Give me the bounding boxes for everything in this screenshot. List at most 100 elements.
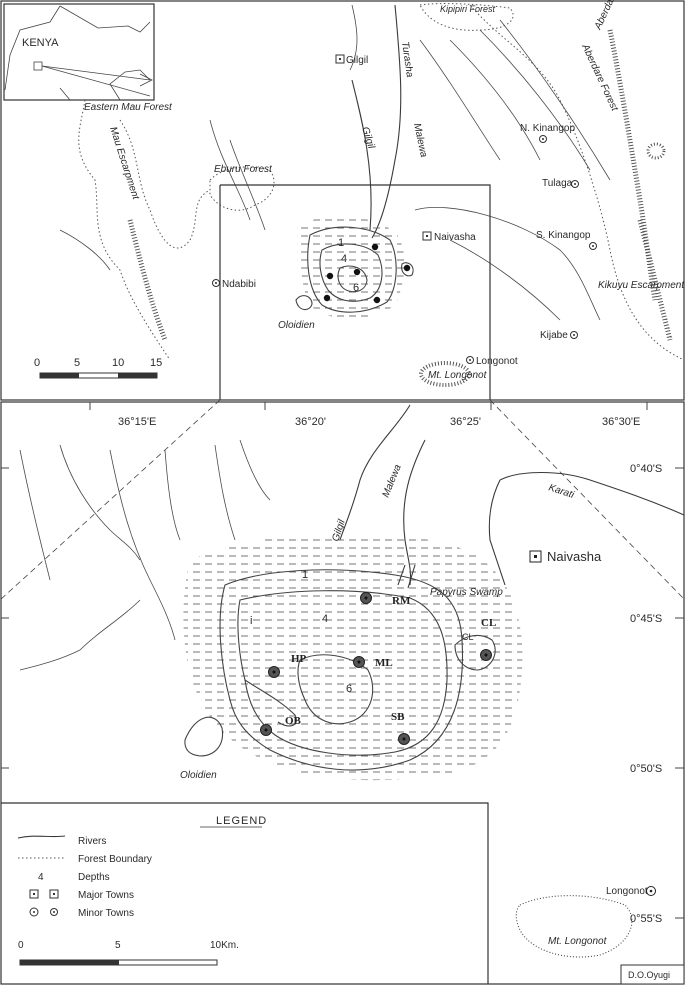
mau-escarpment-hachure	[127, 219, 168, 341]
inset-towns	[212, 54, 597, 364]
inset-lake: 1 4 6	[295, 216, 414, 319]
detail-frame	[0, 401, 685, 985]
inset-mau-escarpment-label: Mau Escarpment	[107, 126, 141, 202]
inset-depth-4: 4	[341, 253, 347, 265]
legend-title: LEGEND	[216, 815, 267, 827]
legend-depths: Depths	[78, 872, 110, 883]
depth-6: 6	[346, 683, 352, 695]
inset-scale-10: 10	[112, 357, 124, 369]
inset-zoom-lines	[0, 399, 685, 601]
kenya-locator: KENYA	[3, 3, 155, 101]
mark-cl-small: CL	[462, 632, 474, 642]
legend-depths-symbol: 4	[38, 872, 44, 883]
inset-window	[219, 184, 491, 400]
western-streams	[19, 439, 271, 671]
mau-forest-boundary	[78, 99, 211, 361]
inset-town-naivasha: Naivasha	[434, 232, 476, 243]
lat-0-45: 0°45'S	[630, 613, 662, 625]
inset-town-ndabibi: Ndabibi	[222, 279, 256, 290]
site-sb-label: SB	[391, 711, 405, 723]
site-sb-marker	[398, 733, 410, 745]
credit-text: D.O.Oyugi	[628, 970, 670, 980]
legend-major-towns: Major Towns	[78, 890, 134, 901]
inset-turasha-label: Turasha	[399, 41, 415, 79]
scale-5: 5	[115, 940, 121, 951]
scale-bar: 0 5 10Km.	[18, 940, 239, 966]
legend-rivers: Rivers	[78, 836, 106, 847]
inset-kikuyu-label: Kikuyu Escarpment Forest	[598, 280, 685, 291]
site-rm-label: RM	[392, 595, 411, 607]
inset-scale-0: 0	[34, 357, 40, 369]
inset-rivers	[59, 4, 611, 321]
inset-malewa-label: Malewa	[411, 122, 429, 158]
aberdare-range-hachure	[607, 29, 658, 301]
gilgil-river	[339, 404, 411, 541]
inset-depth-1: 1	[338, 237, 344, 249]
inset-aberdare-range-label: Aberdare Range	[592, 0, 634, 32]
aberdare-forest-boundary	[469, 4, 685, 361]
inset-gilgil-river-label: Gilgil	[359, 126, 377, 151]
lon-36-20: 36°20'	[295, 416, 326, 428]
inset-town-n-kinangop: N. Kinangop	[520, 123, 575, 134]
inset-oloidien-label: Oloidien	[278, 320, 315, 331]
inset-scale-5: 5	[74, 357, 80, 369]
mt-longonot-label: Mt. Longonot	[548, 936, 608, 947]
depth-4: 4	[322, 613, 328, 625]
legend-minor-towns: Minor Towns	[78, 908, 134, 919]
kipipiri-forest-boundary	[419, 3, 514, 31]
oloidien-label: Oloidien	[180, 770, 217, 781]
karati-river	[499, 471, 685, 516]
site-ml-label: ML	[375, 657, 393, 669]
scale-0: 0	[18, 940, 24, 951]
site-ob-marker	[260, 724, 272, 736]
kenya-label: KENYA	[22, 37, 59, 49]
inset-town-gilgil: Gilgil	[346, 55, 368, 66]
longonot-town-label: Longonot	[606, 886, 648, 897]
site-cl-label: CL	[481, 617, 496, 629]
karati-river-label: Karati	[547, 482, 576, 501]
inset-town-s-kinangop: S. Kinangop	[536, 230, 591, 241]
naivasha-town: Naivasha	[529, 549, 602, 564]
inset-eastern-label: Eastern Mau Forest	[84, 102, 173, 113]
site-hp-label: HP	[291, 653, 307, 665]
inset-mt-longonot-label: Mt. Longonot	[428, 370, 488, 381]
depth-1: 1	[302, 569, 308, 581]
lon-36-25: 36°25'	[450, 416, 481, 428]
inset-depth-6: 6	[353, 282, 359, 294]
lon-36-30: 36°30'E	[602, 416, 640, 428]
site-hp-marker	[268, 666, 280, 678]
inset-kipipiri-label: Kipipiri Forest	[440, 4, 496, 14]
inset-scale-15: 15	[150, 357, 162, 369]
site-ob-label: OB	[285, 715, 302, 727]
inset-scale-bar: 0 5 10 15	[34, 357, 162, 379]
legend-forest-boundary: Forest Boundary	[78, 854, 152, 865]
inset-mt-longonot-crater	[419, 361, 471, 387]
inset-panel: KENYA	[0, 0, 685, 601]
lon-36-15: 36°15'E	[118, 416, 156, 428]
naivasha-town-label: Naivasha	[547, 549, 602, 564]
credit: D.O.Oyugi	[620, 964, 685, 985]
inset-town-kijabe: Kijabe	[540, 330, 568, 341]
site-cl-marker	[480, 649, 492, 661]
lat-0-50: 0°50'S	[630, 763, 662, 775]
inset-town-tulaga: Tulaga	[542, 178, 573, 189]
malewa-river-label: Malewa	[381, 463, 404, 499]
sampling-sites	[260, 592, 492, 745]
karati-tributary	[488, 479, 506, 586]
lat-0-40: 0°40'S	[630, 463, 662, 475]
site-ml-marker	[353, 656, 365, 668]
mark-i: i	[250, 615, 252, 627]
legend: LEGEND Rivers Forest Boundary 4 Depths M…	[1, 802, 489, 984]
site-rm-marker	[360, 592, 372, 604]
inset-eburu-label: Eburu Forest	[214, 164, 273, 175]
inset-town-longonot: Longonot	[476, 356, 518, 367]
lake-naivasha	[184, 564, 633, 958]
inset-frame	[0, 0, 685, 401]
detail-panel: 36°15'E 36°20' 36°25' 36°30'E 0°40'S 0°4…	[0, 401, 685, 985]
longonot-town: Longonot	[606, 886, 656, 897]
scale-10: 10Km.	[210, 940, 239, 951]
inset-aberdare-forest-label: Aberdare Forest	[579, 42, 620, 114]
inset-small-crater	[646, 142, 666, 160]
lat-0-55: 0°55'S	[630, 913, 662, 925]
